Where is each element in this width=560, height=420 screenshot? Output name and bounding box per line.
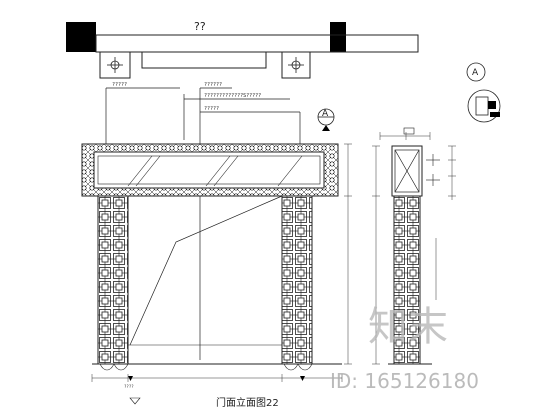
plan-beam xyxy=(95,34,419,53)
beam-panel-inner xyxy=(97,155,321,185)
note-1: ????? xyxy=(112,82,127,88)
scale-mark: ???? xyxy=(124,384,134,389)
plan-column-left xyxy=(99,51,131,79)
level-marker-icon xyxy=(129,397,141,405)
side-column xyxy=(393,195,421,365)
plan-post-right xyxy=(330,22,346,52)
glass-hatch xyxy=(127,155,303,187)
bases xyxy=(99,363,313,371)
crosshair-icon xyxy=(107,57,304,73)
column-right xyxy=(281,195,313,365)
note-2: ?????? xyxy=(204,82,222,88)
section-letter-side: A xyxy=(472,68,479,78)
dimension-lines xyxy=(91,143,352,382)
note-4: ????? xyxy=(204,106,219,112)
side-dimension-lines xyxy=(372,132,456,365)
plan-column-right xyxy=(281,51,311,79)
column-left xyxy=(97,195,129,365)
door-swing-line xyxy=(129,195,283,346)
crosshair-icon xyxy=(426,154,440,186)
down-arrow-icon xyxy=(128,376,305,381)
watermark-brand: 知末 xyxy=(368,304,448,350)
watermark-id: ID: 165126180 xyxy=(330,369,479,393)
drawing-caption: 门面立面图22 xyxy=(216,396,279,409)
plan-post-left xyxy=(66,22,96,52)
plan-beam-inner xyxy=(141,51,267,69)
leader-notes xyxy=(105,87,301,360)
plan-title: ?? xyxy=(194,20,206,33)
front-elevation: ???? xyxy=(81,143,352,405)
detail-callout xyxy=(467,89,501,123)
section-marker-a: A xyxy=(317,108,335,131)
section-letter-front: A xyxy=(322,109,329,119)
plan-view: ?? xyxy=(66,20,419,79)
note-3: ?????????????S????? xyxy=(204,93,261,99)
side-section: A xyxy=(372,62,501,365)
